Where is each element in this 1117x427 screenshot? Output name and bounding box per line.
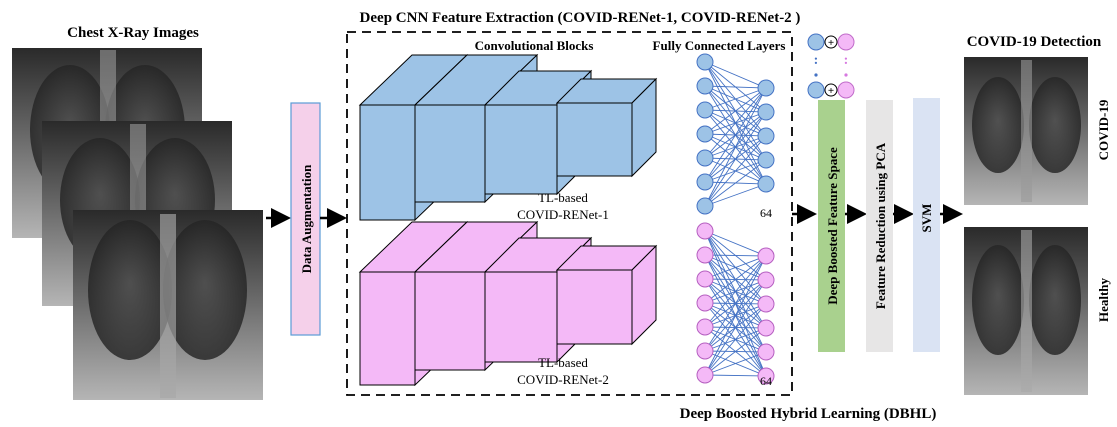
fc-input-neuron (696, 173, 714, 191)
fc-input-neuron (696, 125, 714, 143)
model-2-label-line2: COVID-RENet-2 (517, 372, 609, 387)
fc-input-neuron (696, 294, 714, 312)
conv-block-1d (555, 77, 658, 178)
fc-edge (704, 351, 767, 376)
fc-output-neuron (757, 103, 775, 121)
fc-output-neuron (757, 295, 775, 313)
fc-input-neuron (696, 53, 714, 71)
model-2-label-line1: TL-based (538, 355, 588, 370)
fc-edge (704, 279, 767, 376)
svm-box: SVM (913, 98, 940, 352)
fc-output-neuron (757, 247, 775, 265)
fc-edge (704, 374, 767, 377)
fc-edge (704, 255, 767, 328)
output-xray-covid (964, 57, 1088, 205)
pca-label: Feature Reduction using PCA (873, 142, 888, 309)
ellipsis-blue: : (814, 53, 819, 68)
cnn-title: Deep CNN Feature Extraction (COVID-RENet… (360, 10, 801, 26)
svm-label: SVM (919, 204, 934, 233)
class-label-healthy: Healthy (1096, 277, 1111, 322)
fc-output-neuron (757, 319, 775, 337)
fc-input-neuron (696, 270, 714, 288)
fc-edge (704, 87, 767, 159)
fc-output-neuron (757, 271, 775, 289)
output-title: COVID-19 Detection (967, 34, 1102, 50)
fc-edge (704, 230, 767, 257)
fc-input-neuron (696, 318, 714, 336)
fc-network-model-1 (696, 53, 775, 215)
augmentation-label: Data Augmentation (299, 164, 314, 273)
model-1-label-line1: TL-based (538, 190, 588, 205)
ellipsis-pink: : (844, 53, 849, 68)
pca-box: Feature Reduction using PCA (866, 100, 893, 352)
fc-edge (704, 255, 767, 304)
feature-concat: + : : + (807, 33, 855, 99)
fc-output-neuron (757, 343, 775, 361)
fc-output-neuron (757, 367, 775, 385)
fc-edge (704, 303, 767, 376)
fc-network-model-2 (696, 222, 775, 385)
fc-edge (704, 159, 767, 207)
fc-input-neuron (696, 197, 714, 215)
fc-edge (704, 87, 767, 111)
augmentation-box: Data Augmentation (290, 102, 321, 336)
fc-input-neuron (696, 342, 714, 360)
fc-edge (704, 183, 767, 207)
fc-input-neuron (696, 149, 714, 167)
fc-edge (704, 255, 767, 280)
fc-edge (704, 111, 767, 207)
concat-symbol-bottom: + (828, 85, 834, 97)
fc-units-model-1: 64 (760, 206, 772, 220)
fc-edge (704, 61, 767, 89)
fc-input-neuron (696, 366, 714, 384)
fc-output-neuron (757, 175, 775, 193)
conv-block-2d (555, 244, 658, 346)
concat-symbol-top: + (828, 37, 834, 49)
fc-edge (704, 255, 767, 352)
class-label-covid: COVID-19 (1096, 99, 1111, 160)
fc-output-neuron (757, 79, 775, 97)
fc-input-neuron (696, 246, 714, 264)
fc-edge (704, 327, 767, 376)
fc-edge (704, 254, 767, 257)
boosted-label: Deep Boosted Feature Space (825, 147, 840, 305)
fc-edge (704, 87, 767, 207)
xray-stack (12, 48, 263, 400)
fc-input-neuron (696, 222, 714, 240)
model-1-label-line2: COVID-RENet-1 (517, 207, 609, 222)
fc-edge (704, 87, 767, 183)
fc-edge (704, 85, 767, 89)
fc-input-neuron (696, 77, 714, 95)
fc-input-neuron (696, 101, 714, 119)
fc-edge (704, 255, 767, 376)
fc-layers-title: Fully Connected Layers (653, 38, 786, 53)
fc-output-neuron (757, 127, 775, 145)
input-title: Chest X-Ray Images (67, 25, 199, 41)
fc-units-model-2: 64 (760, 374, 772, 388)
xray-image-3 (73, 210, 263, 400)
fc-output-neuron (757, 151, 775, 169)
output-xray-healthy (964, 227, 1088, 395)
boosted-feature-space: Deep Boosted Feature Space (818, 100, 845, 352)
dbhl-footer: Deep Boosted Hybrid Learning (DBHL) (680, 406, 937, 422)
fc-edge (704, 87, 767, 135)
conv-blocks-title: Convolutional Blocks (475, 38, 594, 53)
conv-blocks-model-2 (358, 220, 658, 387)
fc-edge (704, 135, 767, 207)
conv-blocks-model-1 (358, 53, 658, 222)
